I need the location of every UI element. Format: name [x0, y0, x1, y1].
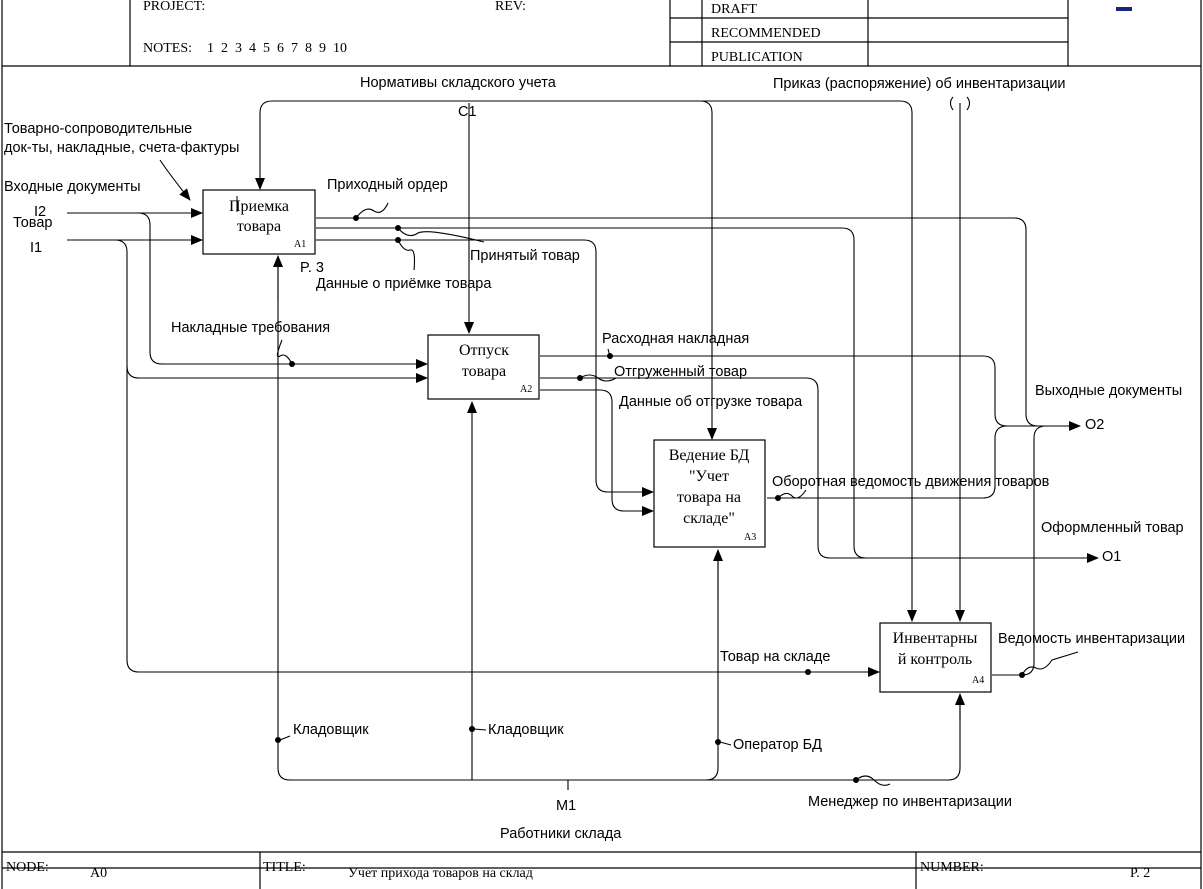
label-otgruzhenny: Отгруженный товар [614, 364, 747, 380]
label-operator: Оператор БД [733, 737, 822, 753]
leader-prinyaty [397, 227, 485, 243]
title-value: Учет прихода товаров на склад [348, 866, 533, 881]
leader-vedomost [1021, 651, 1079, 676]
node-value: A0 [90, 866, 107, 881]
label-oformlenny: Оформленный товар [1041, 520, 1184, 536]
box-a3-line-3: товара на [677, 489, 741, 506]
label-tovar-na-sklade: Товар на складе [720, 649, 830, 665]
leader-kladovshchik-2 [473, 728, 487, 731]
footer-frame [2, 851, 1201, 889]
box-a4-line-2: й контроль [898, 651, 972, 668]
box-a4-line-1: Инвентарны [893, 630, 978, 647]
leader-otgruzhenny [579, 374, 617, 382]
label-rabotniki: Работники склада [500, 826, 622, 842]
arrow-i1-branch [114, 239, 200, 379]
box-a3[interactable]: Ведение БД "Учет товара на складе" A3 [653, 439, 766, 548]
box-a3-id: A3 [744, 532, 756, 543]
label-vkhodnye: Входные документы [4, 179, 141, 195]
number-value: P. 2 [1130, 866, 1150, 881]
tunnel-prikaz [949, 96, 971, 111]
label-kladovshchik-1: Кладовщик [293, 722, 369, 738]
arrow-raskhodnaya [540, 355, 1008, 427]
notes-label: NOTES: [143, 41, 192, 56]
arrow-m1-a1-line [277, 258, 569, 790]
leader-operator [719, 741, 732, 746]
label-dannye-otgruzka: Данные об отгрузке товара [619, 394, 803, 410]
leader-nakladnye [276, 339, 293, 365]
box-a2-line-2: товара [462, 363, 506, 380]
label-tovarno-1: Товарно-сопроводительные [4, 121, 192, 137]
node-label: NODE: [6, 860, 49, 875]
arrows [67, 96, 1099, 790]
boundary-i2: I2 [34, 204, 46, 220]
label-tovarno-2: док-ты, накладные, счета-фактуры [4, 140, 239, 156]
box-a3-line-4: складе" [683, 510, 735, 527]
arrow-dannye-priemka [316, 239, 609, 493]
leader-prikhodny [355, 202, 389, 219]
label-oborotnaya: Оборотная ведомость движения товаров [772, 474, 1050, 490]
box-a2-id: A2 [520, 384, 532, 395]
rev-label: REV: [495, 0, 526, 14]
title-label: TITLE: [263, 860, 306, 875]
leader-dannye-priemka [397, 239, 416, 271]
arrow-c1-to-a4 [700, 100, 917, 622]
label-kladovshchik-2: Кладовщик [488, 722, 564, 738]
box-a2[interactable]: Отпуск товара A2 [427, 334, 540, 400]
arrow-oborotnaya [767, 425, 1008, 499]
project-label: PROJECT: [143, 0, 205, 14]
boundary-c1: C1 [458, 104, 477, 120]
number-label: NUMBER: [920, 860, 984, 875]
label-menedzher: Менеджер по инвентаризации [808, 794, 1012, 810]
status-publication: PUBLICATION [711, 50, 803, 65]
label-prinyaty-tovar: Принятый товар [470, 248, 580, 264]
boundary-m1: M1 [556, 798, 576, 814]
box-a3-line-1: Ведение БД [669, 447, 750, 464]
label-tovar: Товар [13, 215, 52, 231]
box-a1[interactable]: Приемка товара A1 [202, 189, 316, 255]
box-a1-id: A1 [294, 239, 306, 250]
arrow-otgruzhenny [540, 377, 831, 559]
label-vykhodnye: Выходные документы [1035, 383, 1182, 399]
leader-oborotnaya [777, 489, 807, 499]
arrow-vedomost [992, 425, 1047, 676]
junction-dots [275, 215, 1025, 783]
arrow-c1-to-a1 [255, 100, 469, 190]
label-normativy: Нормативы складского учета [360, 75, 557, 91]
label-raskhodnaya: Расходная накладная [602, 331, 749, 347]
box-a1-line-1: Приемка [229, 198, 289, 215]
label-prikhodny-order: Приходный ордер [327, 177, 448, 193]
arrow-tovar-branch [126, 366, 808, 673]
boundary-i1: I1 [30, 240, 42, 256]
arrow-m1-a4-line [568, 700, 961, 781]
arrow-prikhodny-order [316, 217, 1039, 427]
notes-numbers: 1 2 3 4 5 6 7 8 9 10 [207, 41, 347, 56]
boundary-o1: O1 [1102, 549, 1121, 565]
arrow-m1-a3-line [568, 560, 719, 781]
label-nakladnye-treb: Накладные требования [171, 320, 330, 336]
status-draft: DRAFT [711, 2, 757, 17]
box-a4[interactable]: Инвентарны й контроль A4 [879, 622, 992, 693]
leader-kladovshchik-1 [279, 735, 291, 741]
boundary-o2: O2 [1085, 417, 1104, 433]
label-prikaz: Приказ (распоряжение) об инвентаризации [773, 76, 1066, 92]
box-a3-line-2: "Учет [689, 468, 729, 485]
label-dannye-priemka: Данные о приёмке товара [316, 276, 492, 292]
label-vedomost: Ведомость инвентаризации [998, 631, 1185, 647]
box-a2-line-1: Отпуск [459, 342, 509, 359]
leader-menedzher [855, 775, 891, 786]
arrow-dannye-otgruzka [540, 389, 625, 512]
box-a1-line-2: товара [237, 218, 281, 235]
box-a4-id: A4 [972, 675, 984, 686]
status-mark [1116, 7, 1132, 11]
status-recommended: RECOMMENDED [711, 26, 821, 41]
arrow-i2-branch [137, 212, 292, 365]
label-p3: P. 3 [300, 260, 324, 276]
leader-tovarno [159, 159, 191, 201]
arrow-prinyaty-tovar [316, 227, 867, 559]
